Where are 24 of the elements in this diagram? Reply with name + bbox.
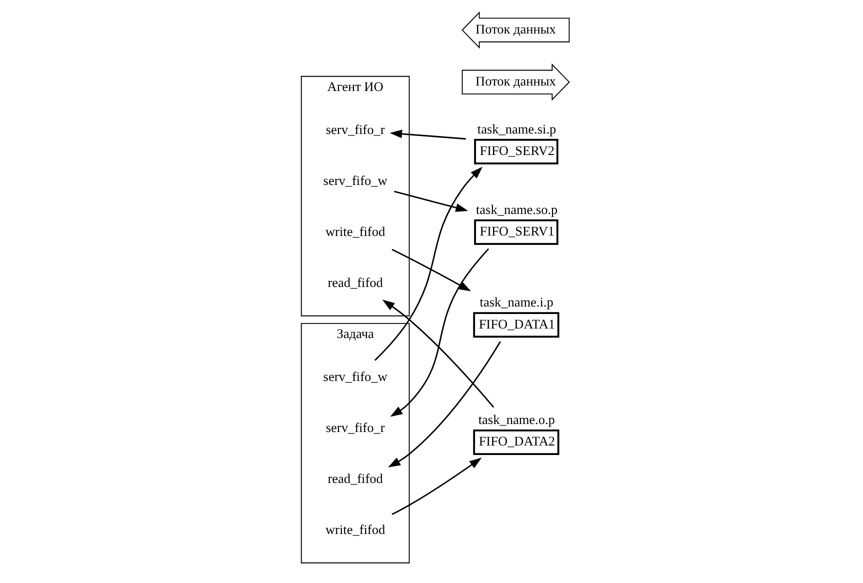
- arrow: [392, 248, 471, 292]
- node-box: FIFO_DATA1: [473, 312, 560, 338]
- node-label: task_name.so.p: [476, 202, 558, 217]
- node-text: read_fifod: [328, 471, 383, 486]
- arrow: [388, 341, 501, 468]
- arrow: [390, 130, 466, 140]
- node-text: write_fifod: [326, 224, 386, 240]
- node-text: serv_fifo_r: [326, 122, 385, 137]
- node-text: read_fifod: [328, 275, 383, 290]
- node-box: FIFO_SERV1: [474, 219, 558, 245]
- arrow: [392, 458, 482, 516]
- arrow: [382, 300, 494, 408]
- arrow: [394, 190, 468, 212]
- node-label: task_name.si.p: [477, 121, 556, 136]
- node-label: task_name.i.p: [480, 294, 554, 310]
- arrow: [374, 166, 483, 361]
- node-text: serv_fifo_w: [323, 172, 388, 188]
- arrow: [390, 248, 490, 417]
- node-text: serv_fifo_r: [326, 420, 385, 436]
- node-text: write_fifod: [326, 522, 386, 538]
- node-text: serv_fifo_w: [323, 368, 388, 384]
- node-box: FIFO_DATA2: [473, 429, 560, 455]
- node-box: FIFO_SERV2: [474, 138, 558, 164]
- node-label: task_name.o.p: [478, 412, 555, 427]
